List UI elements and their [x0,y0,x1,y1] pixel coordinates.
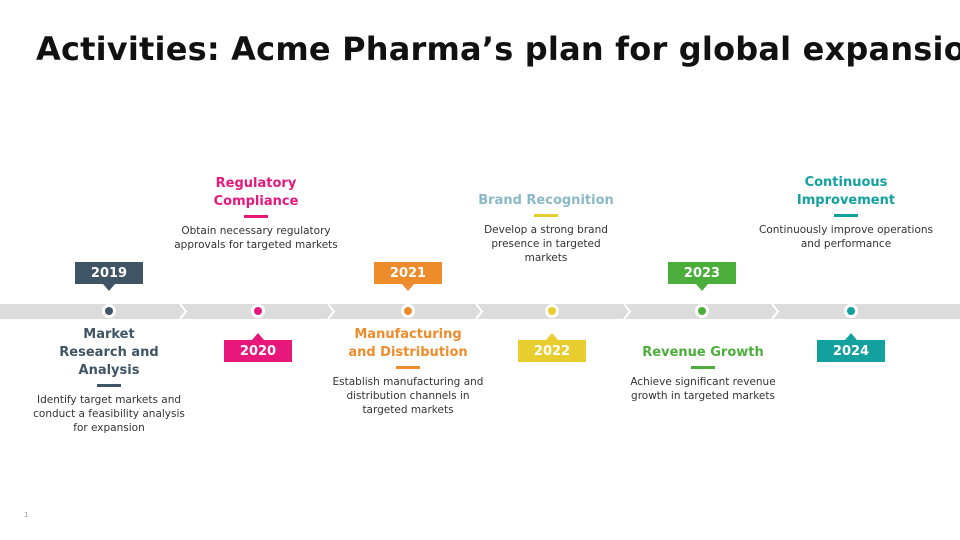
milestone-description: Continuously improve operations and perf… [759,224,933,250]
milestone-divider [834,214,858,217]
timeline-track [0,304,960,319]
milestone-divider [396,366,420,369]
milestone-2024: Continuous Improvement Continuously impr… [756,174,936,251]
milestone-2021: Manufacturing and Distribution Establish… [318,326,498,417]
milestone-heading: Revenue Growth [642,345,764,360]
timeline-dot-2021 [401,304,415,318]
year-badge-2022: 2022 [518,333,586,362]
milestone-description: Develop a strong brand presence in targe… [484,224,608,264]
milestone-description: Identify target markets and conduct a fe… [33,394,185,434]
year-badge-2023: 2023 [668,262,736,291]
timeline-dot-2020 [251,304,265,318]
milestone-description: Obtain necessary regulatory approvals fo… [174,225,338,251]
page-number: 1 [24,511,29,519]
milestone-2023: Revenue Growth Achieve significant reven… [613,344,793,403]
milestone-divider [97,384,121,387]
year-badge-2020: 2020 [224,333,292,362]
milestone-divider [534,214,558,217]
milestone-divider [691,366,715,369]
timeline-dot-2019 [102,304,116,318]
milestone-heading: Regulatory Compliance [213,176,299,209]
timeline-dot-2023 [695,304,709,318]
milestone-heading: Continuous Improvement [796,175,896,208]
timeline-dot-2022 [545,304,559,318]
milestone-divider [244,215,268,218]
year-badge-2024: 2024 [817,333,885,362]
page-title: Activities: Acme Pharma’s plan for globa… [36,30,960,68]
milestone-description: Achieve significant revenue growth in ta… [630,376,776,402]
milestone-heading: Brand Recognition [478,193,614,208]
milestone-description: Establish manufacturing and distribution… [332,376,484,416]
milestone-heading: Market Research and Analysis [59,327,159,378]
milestone-2019: Market Research and Analysis Identify ta… [19,326,199,435]
milestone-2022: Brand Recognition Develop a strong brand… [456,192,636,265]
timeline-dot-2024 [844,304,858,318]
milestone-2020: Regulatory Compliance Obtain necessary r… [166,175,346,252]
milestone-heading: Manufacturing and Distribution [348,327,468,360]
year-badge-2021: 2021 [374,262,442,291]
year-badge-2019: 2019 [75,262,143,291]
